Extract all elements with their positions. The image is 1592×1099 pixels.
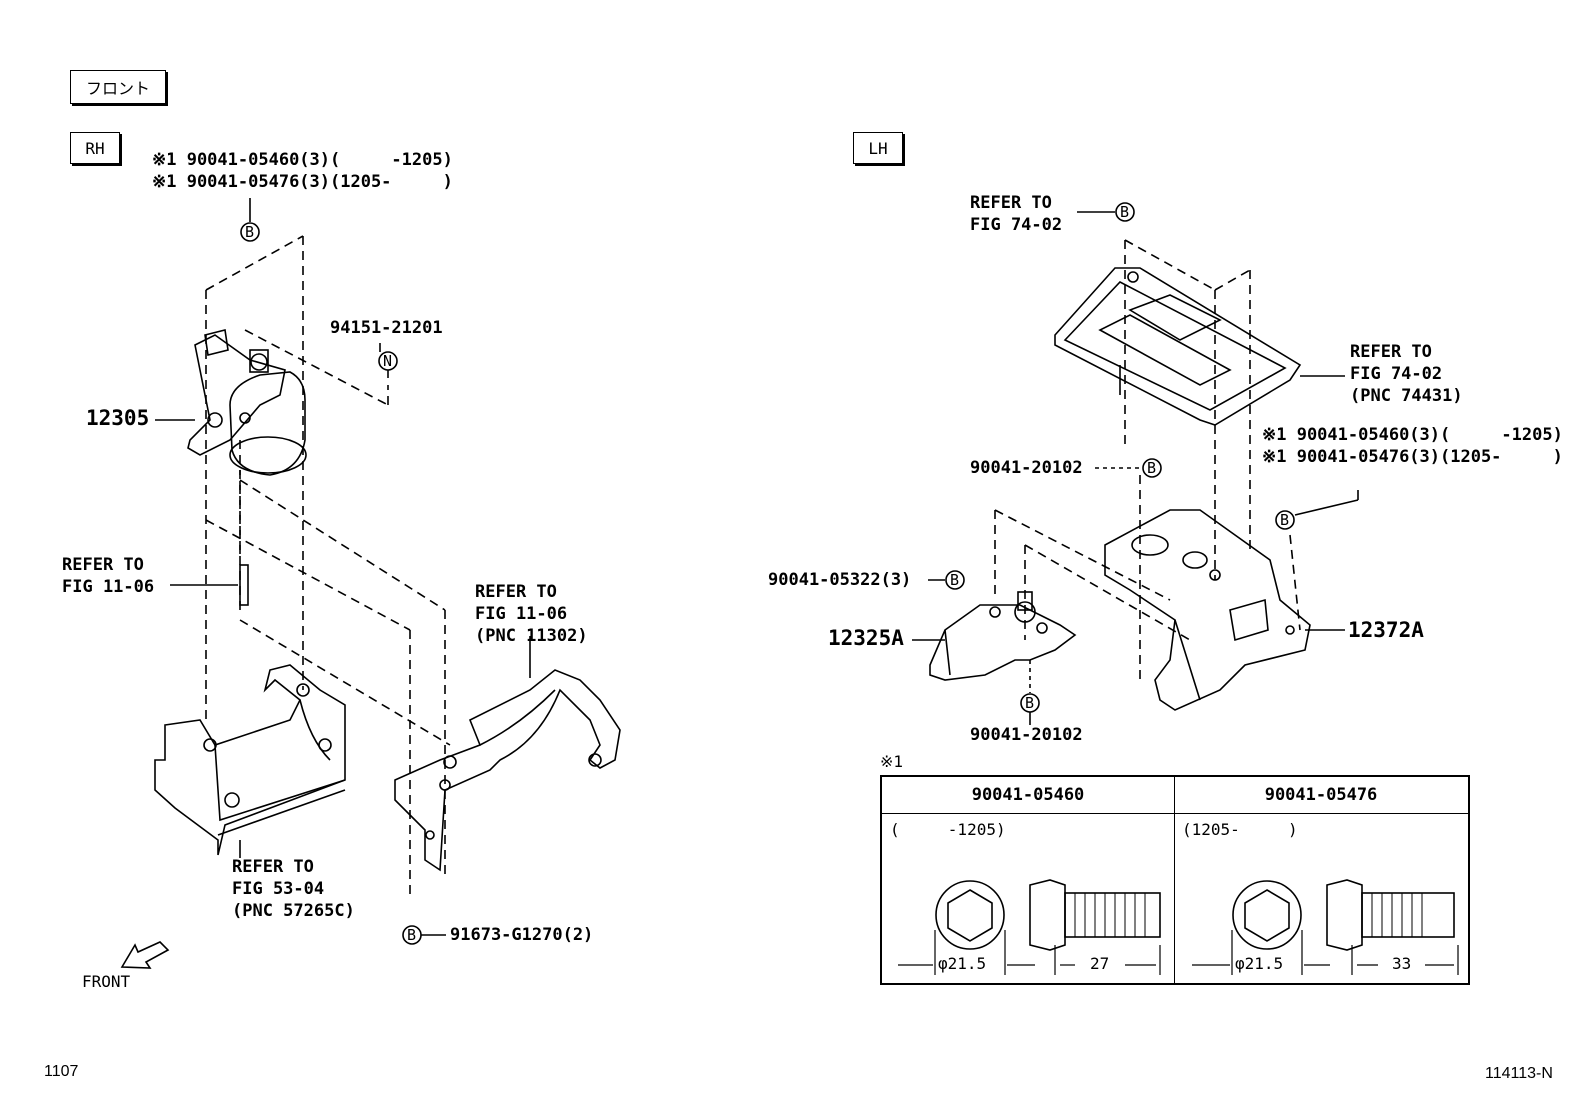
dashed-alignment-lines (994, 239, 1301, 680)
refer-fig-1106-b-line2: FIG 11-06 (475, 604, 568, 624)
bracket-57265c-drawing (154, 664, 346, 856)
front-label-box: フロント (70, 70, 166, 104)
part-12305-label: 12305 (86, 406, 150, 430)
table-note-mark: ※1 (880, 752, 904, 771)
refer-fig-5304-line1: REFER TO (232, 857, 314, 877)
table-divider (1174, 777, 1175, 983)
callout-b-text: B (1120, 203, 1130, 221)
bolt-5476-drawing (1232, 879, 1455, 951)
rh-bolt-note-2: ※1 90041-05476(3)(1205- ) (152, 172, 453, 192)
battery-support-12372a-drawing (1104, 509, 1311, 711)
callout-b-text: B (1025, 694, 1035, 712)
refer-fig-7402-a-line1: REFER TO (970, 193, 1052, 213)
table-header-col1: 90041-05460 (882, 777, 1174, 814)
front-arrow-icon (120, 941, 170, 969)
callout-b-text: B (950, 571, 960, 589)
refer-fig-1106-a-line2: FIG 11-06 (62, 577, 155, 597)
refer-fig-7402-a-line2: FIG 74-02 (970, 215, 1063, 235)
callout-n-text: N (383, 352, 393, 370)
part-12325a-label: 12325A (828, 626, 904, 650)
part-20102-bottom-label: 90041-20102 (970, 725, 1083, 745)
rh-bolt-note-1: ※1 90041-05460(3)( -1205) (152, 150, 453, 170)
callout-b-text: B (245, 223, 255, 241)
refer-fig-5304-line3: (PNC 57265C) (232, 901, 355, 921)
callout-b-circle (945, 570, 965, 590)
lh-label-box: LH (853, 132, 903, 164)
table-col1-range: ( -1205) (890, 820, 1006, 839)
refer-fig-7402-b-line3: (PNC 74431) (1350, 386, 1463, 406)
front-arrow-label: FRONT (82, 972, 131, 991)
table-header-col2: 90041-05476 (1174, 777, 1468, 814)
callout-b-circle (1115, 202, 1135, 222)
callout-b-circle (1275, 510, 1295, 530)
bracket-11302-drawing (394, 669, 621, 872)
callout-b-text: B (407, 926, 417, 944)
callout-b-circle (240, 222, 260, 242)
part-94151-label: 94151-21201 (330, 318, 443, 338)
dimension-lines (898, 930, 1459, 975)
callout-b-text: B (1280, 511, 1290, 529)
table-col1-diameter: φ21.5 (938, 954, 987, 973)
part-05322-label: 90041-05322(3) (768, 570, 912, 590)
lh-bolt-note-2: ※1 90041-05476(3)(1205- ) (1262, 447, 1563, 467)
callout-b-circle (1142, 458, 1162, 478)
refer-fig-7402-b-line1: REFER TO (1350, 342, 1432, 362)
table-col1-length: 27 (1090, 954, 1110, 973)
bracket-12325a-drawing (929, 591, 1077, 681)
refer-fig-1106-b-line1: REFER TO (475, 582, 557, 602)
bolt-5460-drawing (935, 879, 1161, 951)
table-col2-length: 33 (1392, 954, 1412, 973)
footer-page-number: 1107 (44, 1063, 79, 1080)
stud-drawing (239, 564, 249, 606)
part-91673-label: 91673-G1270(2) (450, 925, 594, 945)
refer-fig-1106-a-line1: REFER TO (62, 555, 144, 575)
bolt-spec-table: 90041-05460 90041-05476 (880, 775, 1470, 985)
table-col2-range: (1205- ) (1182, 820, 1298, 839)
callout-b-text: B (1147, 459, 1157, 477)
refer-fig-7402-b-line2: FIG 74-02 (1350, 364, 1443, 384)
table-col2-diameter: φ21.5 (1235, 954, 1284, 973)
battery-tray-drawing (1054, 267, 1302, 426)
part-20102-top-label: 90041-20102 (970, 458, 1083, 478)
part-12372a-label: 12372A (1348, 618, 1424, 642)
lh-bolt-note-1: ※1 90041-05460(3)( -1205) (1262, 425, 1563, 445)
refer-fig-5304-line2: FIG 53-04 (232, 879, 325, 899)
engine-mount-12305-drawing (187, 329, 307, 476)
rh-label-box: RH (70, 132, 120, 164)
refer-fig-1106-b-line3: (PNC 11302) (475, 626, 588, 646)
callout-n-circle (378, 351, 398, 371)
leader-line (1294, 499, 1359, 516)
footer-figure-id: 114113-N (1485, 1065, 1553, 1082)
